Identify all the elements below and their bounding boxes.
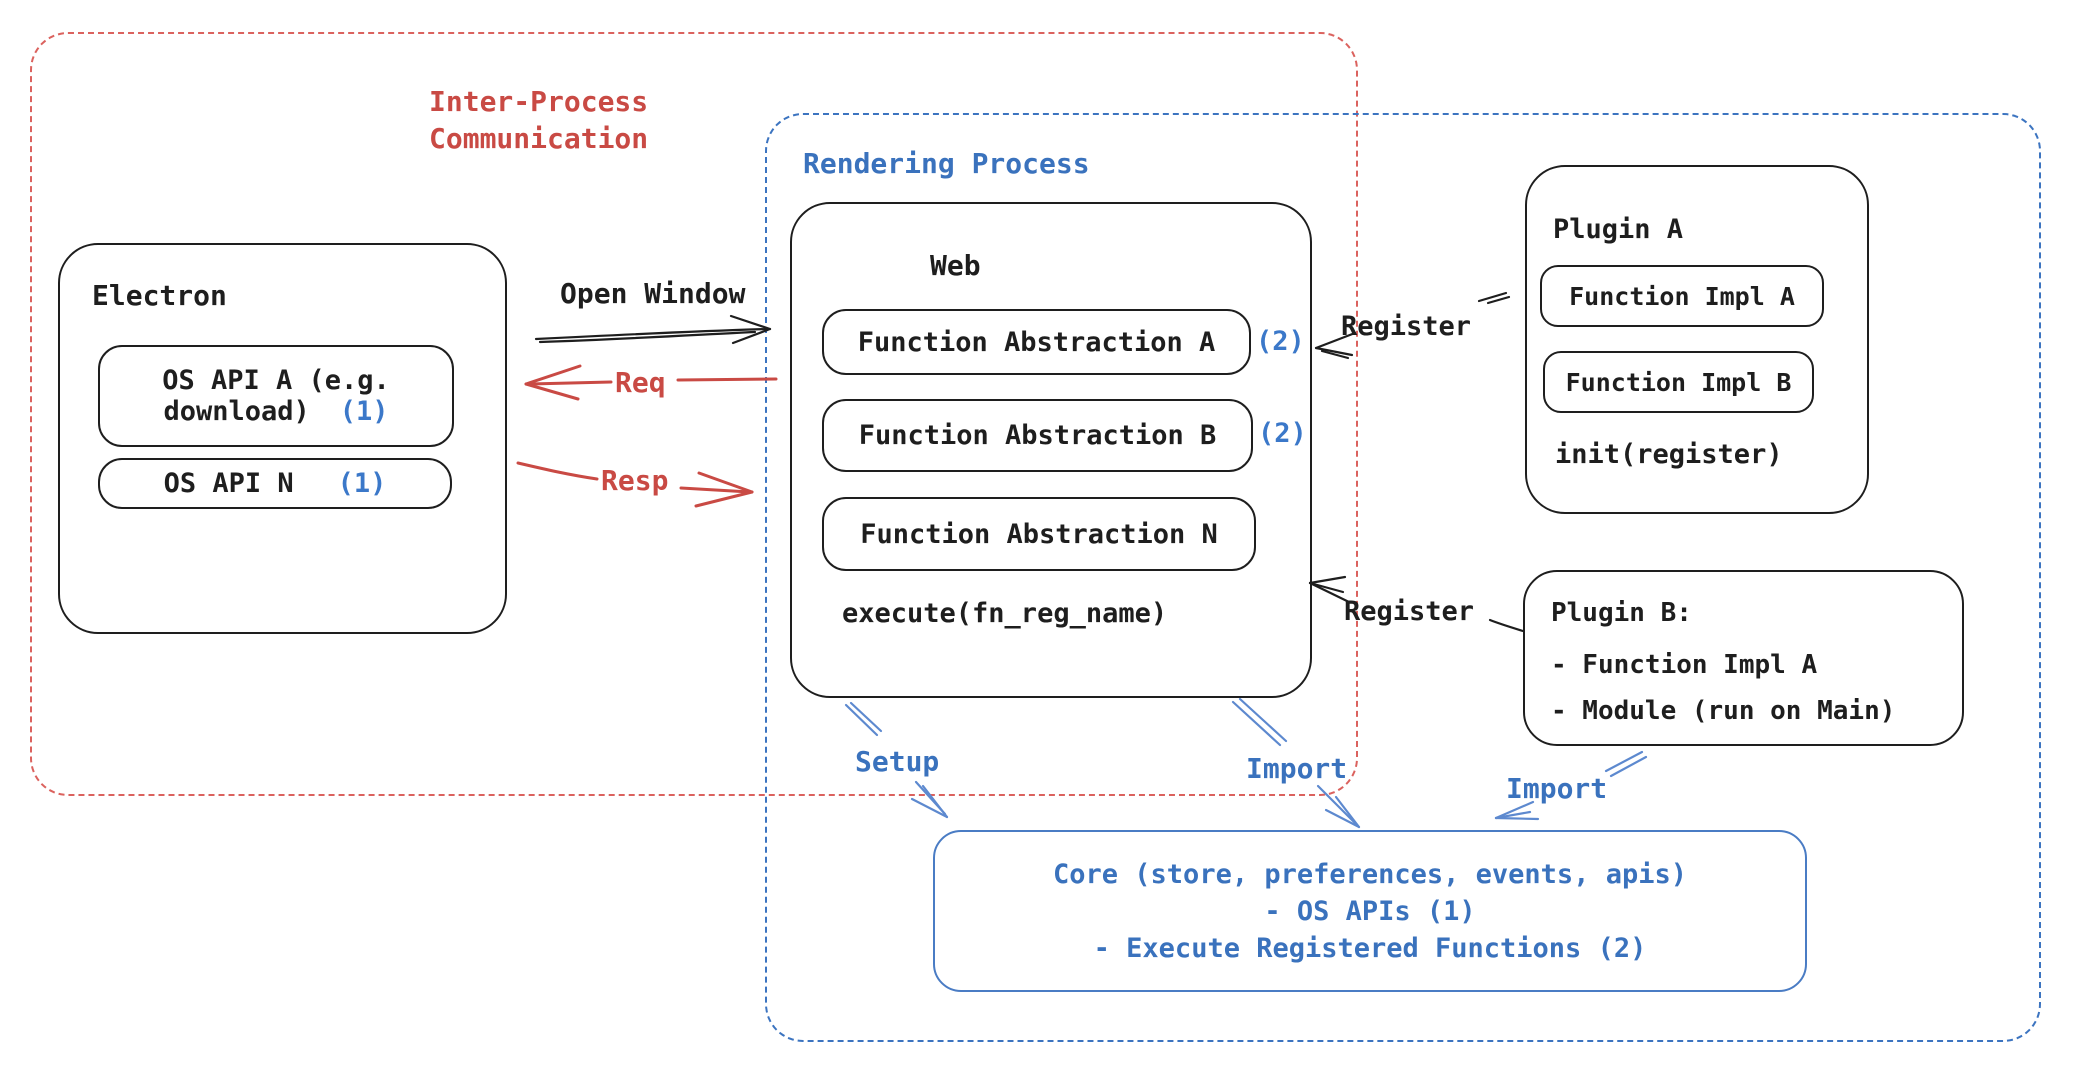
import-web-label: Import: [1246, 752, 1348, 785]
function-abstraction-b-box: Function Abstraction B: [822, 399, 1253, 472]
function-abstraction-b-badge: (2): [1258, 418, 1307, 449]
rendering-process-group-frame: [765, 113, 2041, 1042]
setup-label: Setup: [855, 745, 940, 778]
plugin-b-box: [1523, 570, 1964, 746]
plugin-b-item2: - Module (run on Main): [1551, 696, 1896, 726]
web-execute-text: execute(fn_reg_name): [842, 598, 1168, 629]
open-window-label: Open Window: [560, 277, 746, 310]
os-api-n-box: OS API N (1): [98, 458, 452, 509]
register-b-label: Register: [1344, 596, 1475, 627]
plugin-a-box: [1525, 165, 1869, 514]
function-impl-a-box: Function Impl A: [1540, 265, 1824, 327]
function-abstraction-a-box: Function Abstraction A: [822, 309, 1251, 375]
plugin-a-init-text: init(register): [1555, 439, 1783, 470]
plugin-a-title: Plugin A: [1553, 214, 1684, 245]
os-api-n-line: OS API N (1): [163, 468, 387, 499]
os-api-n-badge: (1): [337, 468, 387, 499]
rendering-process-label: Rendering Process: [803, 147, 1090, 180]
plugin-b-title: Plugin B:: [1551, 598, 1692, 628]
electron-title: Electron: [92, 279, 227, 312]
web-box: [790, 202, 1312, 698]
core-line3: - Execute Registered Functions (2): [1093, 932, 1647, 964]
ipc-group-frame: [30, 32, 1358, 796]
core-box: Core (store, preferences, events, apis) …: [933, 830, 1807, 992]
os-api-a-line1: OS API A (e.g.: [162, 365, 390, 396]
os-api-a-badge: (1): [339, 396, 389, 427]
core-line2: - OS APIs (1): [1264, 895, 1476, 927]
function-impl-b-box: Function Impl B: [1543, 351, 1814, 413]
function-abstraction-n-box: Function Abstraction N: [822, 497, 1256, 571]
ipc-label-line2: Communication: [429, 121, 649, 155]
core-line1: Core (store, preferences, events, apis): [1053, 858, 1687, 890]
ipc-label-line1: Inter-Process: [429, 85, 649, 118]
req-label: Req: [615, 366, 666, 399]
register-a-label: Register: [1341, 311, 1472, 342]
os-api-a-box: OS API A (e.g. download) (1): [98, 345, 454, 447]
resp-label: Resp: [601, 464, 669, 497]
import-plugin-label: Import: [1506, 772, 1608, 805]
web-title: Web: [930, 249, 981, 282]
plugin-b-item1: - Function Impl A: [1551, 650, 1818, 680]
os-api-a-line2: download) (1): [163, 396, 389, 427]
function-abstraction-a-badge: (2): [1256, 326, 1305, 357]
electron-box: [58, 243, 507, 634]
